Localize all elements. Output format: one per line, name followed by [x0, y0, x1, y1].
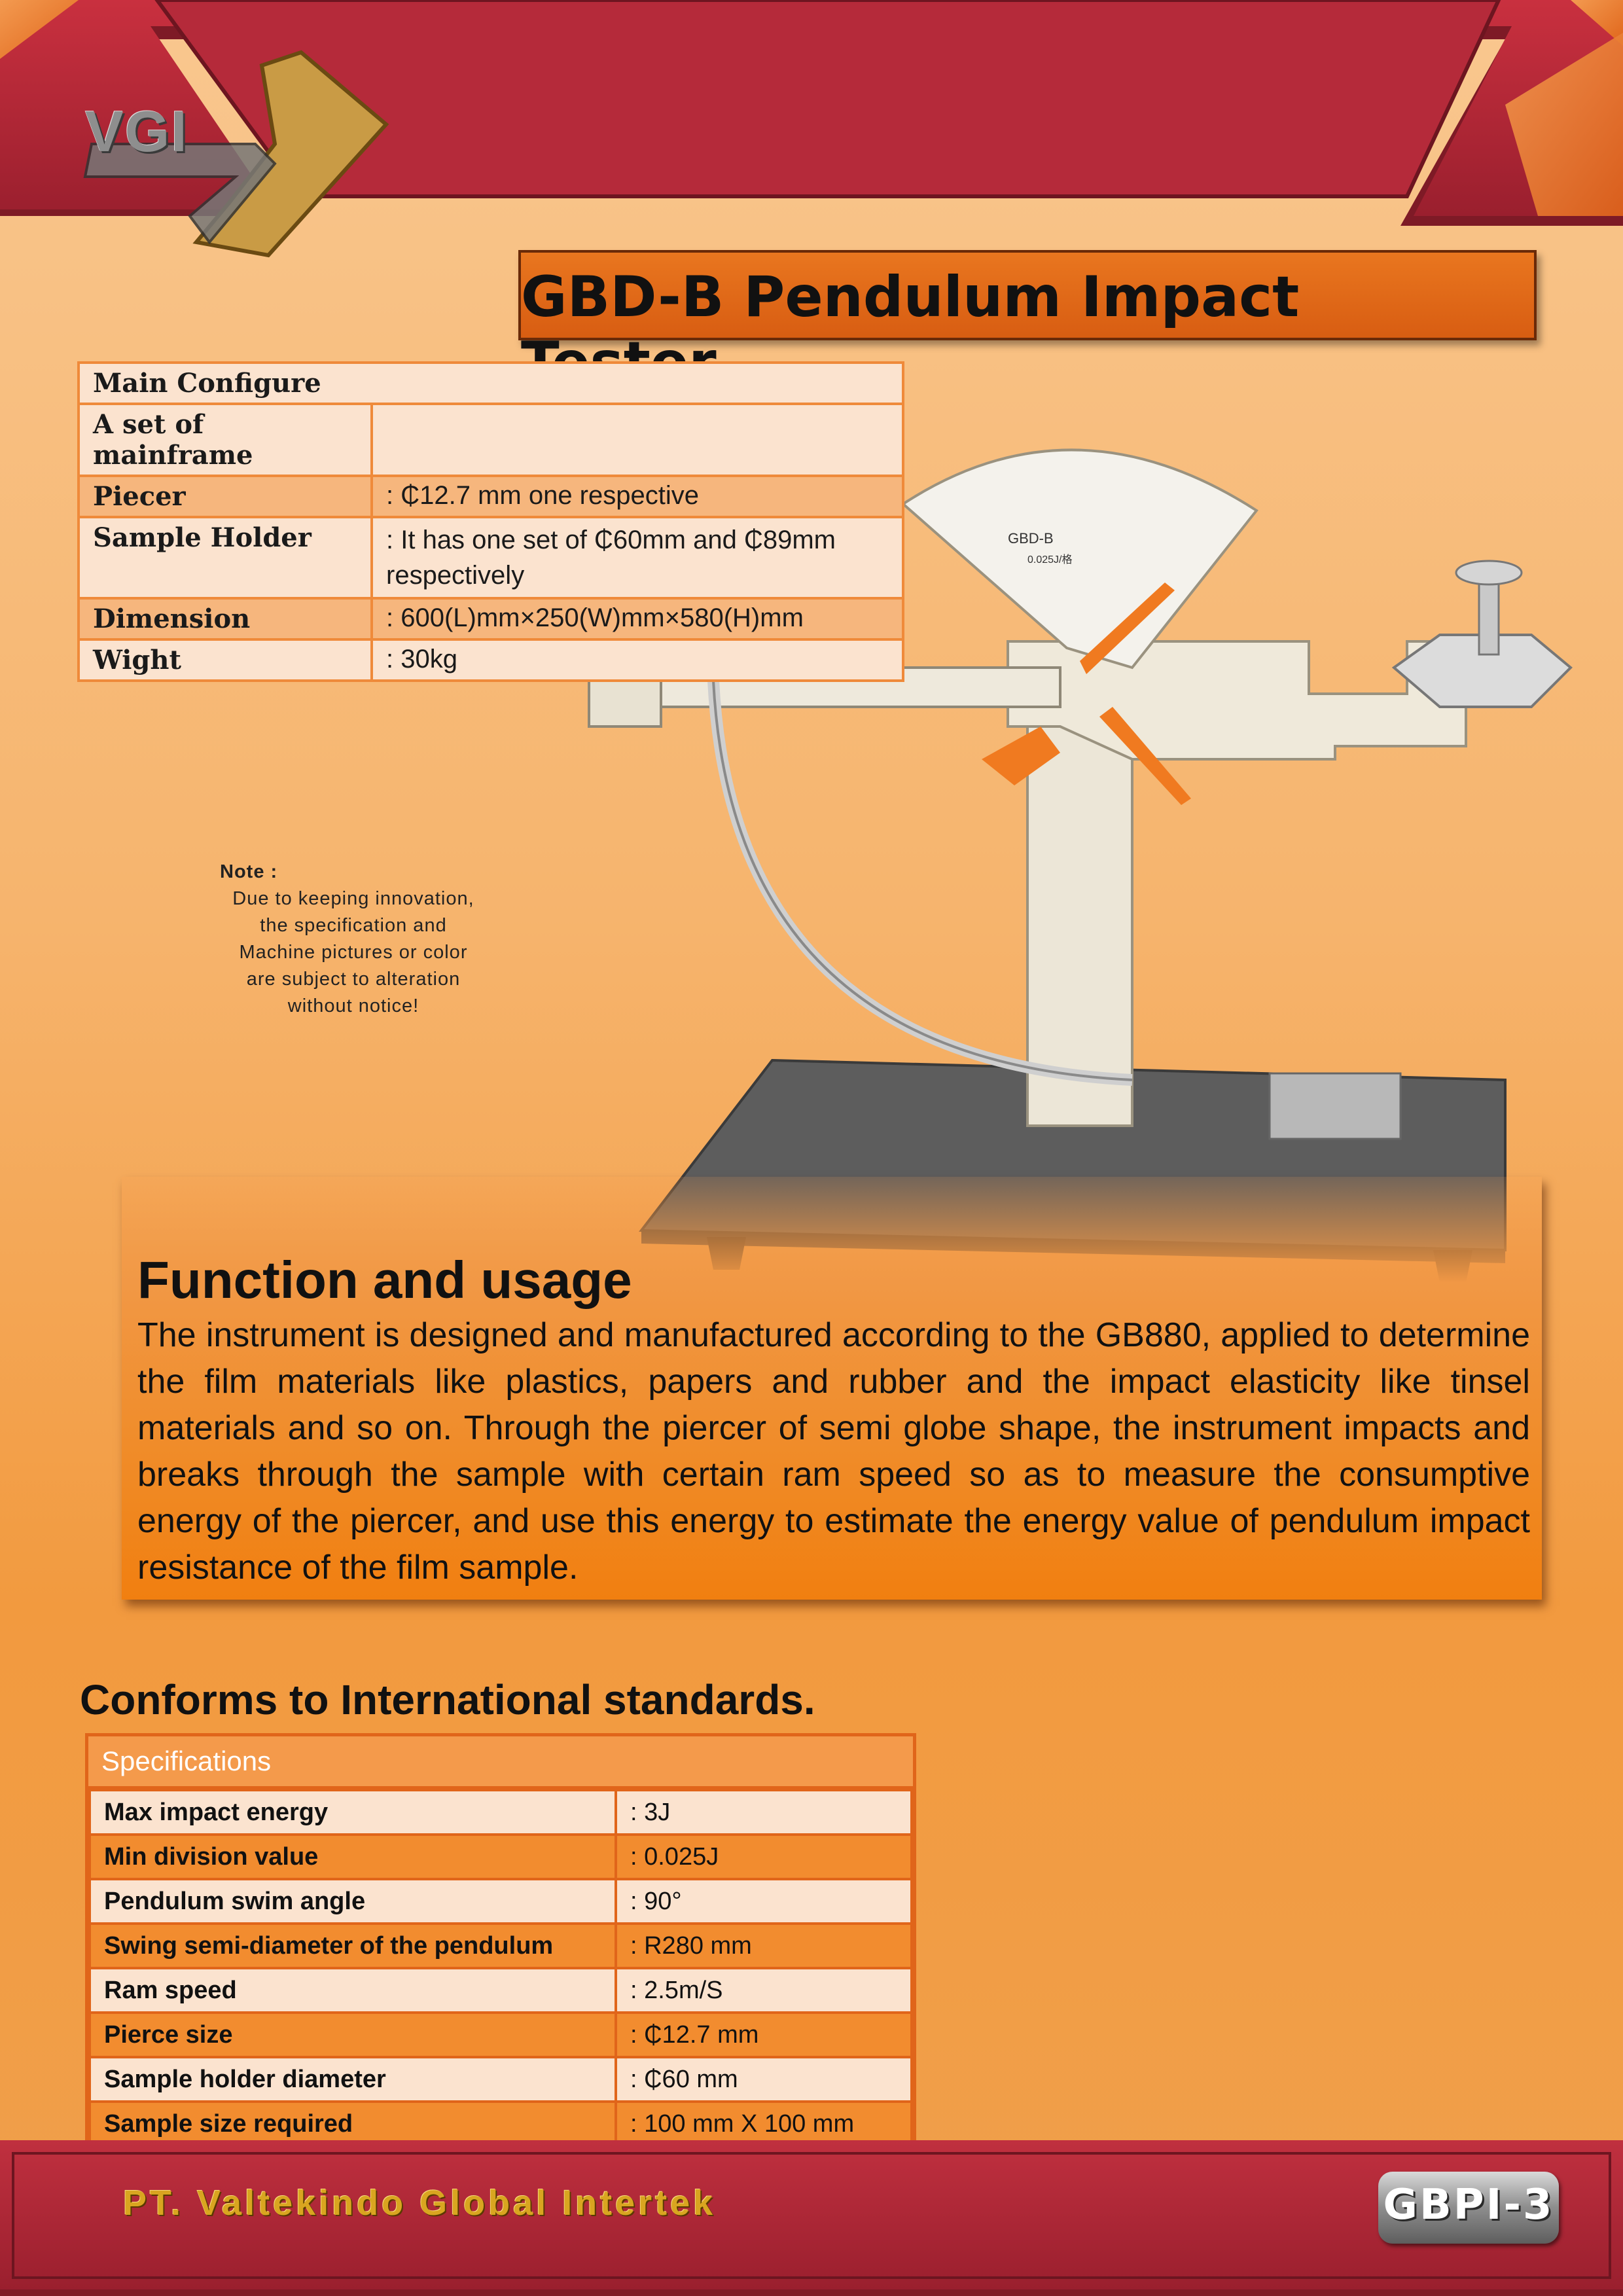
table-row: Pierce size : ₵12.7 mm	[88, 2011, 913, 2058]
title-bar: GBD-B Pendulum Impact Tester	[518, 250, 1537, 395]
note-line: without notice!	[287, 996, 419, 1016]
table-row: Pendulum swim angle : 90°	[88, 1878, 913, 1925]
header-banner	[0, 0, 1623, 226]
config-value: : ₵12.7 mm one respective	[370, 475, 904, 518]
svg-text:GBD-B: GBD-B	[1008, 530, 1054, 547]
spec-value: : 90°	[615, 1878, 913, 1925]
spec-label: Pendulum swim angle	[88, 1878, 617, 1925]
product-code-badge: GBPI-3	[1378, 2172, 1559, 2244]
spec-label: Min division value	[88, 1833, 617, 1880]
spec-label: Pierce size	[88, 2011, 617, 2058]
function-box	[122, 1177, 1542, 1600]
specifications-table: Specifications Max impact energy : 3J Mi…	[85, 1733, 916, 2151]
table-row: Max impact energy : 3J	[88, 1789, 913, 1836]
config-label: Dimension	[77, 597, 373, 641]
config-label: Sample Holder	[77, 516, 373, 600]
company-name: PT. Valtekindo Global Intertek	[123, 2183, 717, 2223]
config-value: : 600(L)mm×250(W)mm×580(H)mm	[370, 597, 904, 641]
conforms-heading: Conforms to International standards.	[80, 1676, 815, 1723]
note-line: Machine pictures or color	[239, 942, 468, 963]
config-label: A set of mainframe	[77, 403, 373, 477]
table-row: Sample holder diameter : ₵60 mm	[88, 2056, 913, 2103]
config-label: Piecer	[77, 475, 373, 518]
product-code: GBPI-3	[1383, 2181, 1554, 2229]
spec-value: : ₵12.7 mm	[615, 2011, 913, 2058]
spec-value: : 100 mm X 100 mm	[615, 2100, 913, 2147]
function-title: Function and usage	[137, 1251, 632, 1309]
specifications-heading: Specifications	[88, 1736, 913, 1789]
spec-label: Swing semi-diameter of the pendulum	[88, 1922, 617, 1969]
config-value: : It has one set of ₵60mm and ₵89mm resp…	[370, 516, 904, 600]
table-row: A set of mainframe	[77, 403, 904, 477]
note: Note : Due to keeping innovation, the sp…	[196, 859, 510, 1020]
spec-label: Sample size required	[88, 2100, 617, 2147]
spec-label: Max impact energy	[88, 1789, 617, 1836]
table-row: Swing semi-diameter of the pendulum : R2…	[88, 1922, 913, 1969]
spec-label: Sample holder diameter	[88, 2056, 617, 2103]
logo-text: VGI	[85, 99, 188, 164]
table-row: Dimension : 600(L)mm×250(W)mm×580(H)mm	[77, 597, 904, 641]
main-configure-heading: Main Configure	[77, 361, 904, 405]
dial-label: GBD-B 0.025J/格	[1008, 530, 1073, 565]
spec-value: : R280 mm	[615, 1922, 913, 1969]
config-label: Wight	[77, 638, 373, 682]
spec-value: : ₵60 mm	[615, 2056, 913, 2103]
main-configure-table: Main Configure A set of mainframe Piecer…	[77, 361, 904, 682]
note-title: Note :	[220, 861, 278, 882]
function-text: The instrument is designed and manufactu…	[137, 1316, 1530, 1587]
table-row: Min division value : 0.025J	[88, 1833, 913, 1880]
spec-label: Ram speed	[88, 1967, 617, 2014]
spec-value: : 0.025J	[615, 1833, 913, 1880]
footer-banner	[0, 2140, 1623, 2296]
config-value	[370, 403, 904, 477]
spec-value: : 3J	[615, 1789, 913, 1836]
spec-value: : 2.5m/S	[615, 1967, 913, 2014]
note-line: Due to keeping innovation,	[232, 888, 474, 909]
table-row: Ram speed : 2.5m/S	[88, 1967, 913, 2014]
note-line: the specification and	[260, 915, 447, 936]
table-row: Piecer : ₵12.7 mm one respective	[77, 475, 904, 518]
svg-text:0.025J/格: 0.025J/格	[1027, 554, 1073, 565]
table-row: Sample size required : 100 mm X 100 mm	[88, 2100, 913, 2147]
table-row: Sample Holder : It has one set of ₵60mm …	[77, 516, 904, 600]
note-line: are subject to alteration	[246, 969, 461, 990]
config-value: : 30kg	[370, 638, 904, 682]
table-row: Wight : 30kg	[77, 638, 904, 682]
vgi-logo	[83, 50, 389, 258]
